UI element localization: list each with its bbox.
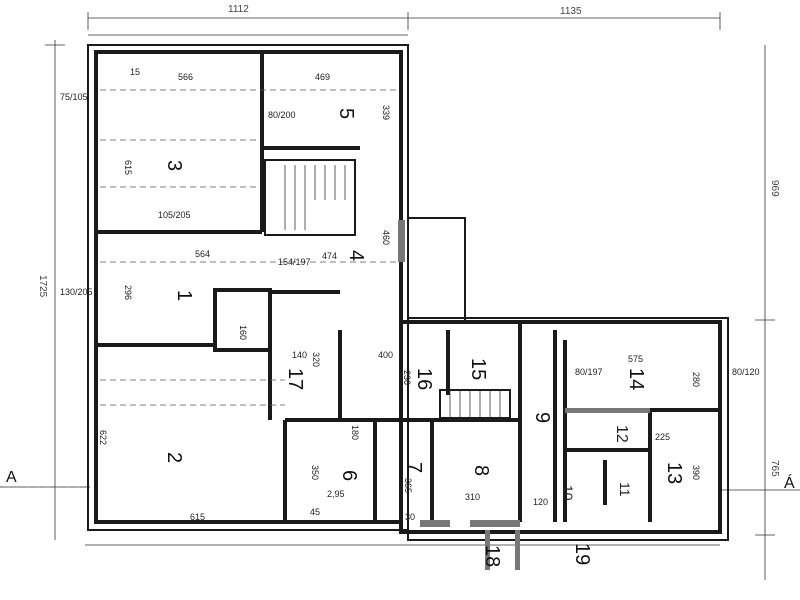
dim-label: 2,95 (327, 489, 345, 499)
dim-label: 566 (178, 72, 193, 82)
dim-label: 474 (322, 251, 337, 261)
room-9: 9 (531, 412, 553, 423)
room-18: 18 (481, 545, 503, 567)
walls (0, 44, 729, 570)
room-labels: 1 2 3 4 5 6 7 8 9 10 11 12 13 14 15 16 1… (163, 108, 685, 567)
dim-label: 15 (130, 67, 140, 77)
dim-label: 460 (381, 230, 391, 245)
room-11: 11 (617, 482, 633, 497)
dim-label: 80/197 (575, 367, 603, 377)
dim-label: 390 (691, 465, 701, 480)
section-mark-right: Á (784, 473, 795, 492)
room-3: 3 (163, 160, 185, 171)
dim-label: 154/197 (278, 257, 311, 267)
room-2: 2 (163, 452, 185, 463)
dim-label: 45 (310, 507, 320, 517)
dim-label: 615 (123, 160, 133, 175)
dim-label: 75/105 (60, 92, 88, 102)
room-14: 14 (625, 368, 647, 390)
dim-label: 365 (403, 478, 413, 493)
room-7: 7 (403, 462, 425, 473)
dim-label: 225 (655, 432, 670, 442)
dim-label: 400 (378, 350, 393, 360)
detail-dimensions: 566 469 564 474 615 622 615 575 400 310 … (60, 67, 760, 522)
dim-label: 564 (195, 249, 210, 259)
dim-label: 30 (405, 512, 415, 522)
room-17: 17 (284, 368, 306, 390)
dim-top-left: 1112 (228, 4, 249, 15)
dim-label: 469 (315, 72, 330, 82)
dim-label: 120 (533, 497, 548, 507)
dim-label: 80/120 (732, 367, 760, 377)
dim-label: 280 (691, 372, 701, 387)
dim-left: 1725 (37, 275, 48, 298)
dim-label: 180 (350, 425, 360, 440)
section-mark-left: A (6, 469, 17, 486)
room-13: 13 (663, 462, 685, 484)
dim-label: 622 (98, 430, 108, 445)
dim-label: 350 (310, 465, 320, 480)
dim-label: 615 (190, 512, 205, 522)
room-6: 6 (338, 470, 360, 481)
room-8: 8 (470, 465, 492, 476)
room-10: 10 (560, 485, 576, 501)
room-16: 16 (413, 368, 435, 390)
dim-top-right: 1135 (560, 6, 582, 17)
dim-label: 575 (628, 354, 643, 364)
dim-label: 339 (381, 105, 391, 120)
room-19: 19 (571, 543, 593, 565)
dim-label: 80/200 (268, 110, 296, 120)
dim-right-upper: 969 (769, 180, 780, 197)
room-15: 15 (467, 358, 489, 380)
dim-label: 140 (292, 350, 307, 360)
room-5: 5 (335, 108, 357, 119)
dim-label: 230 (402, 370, 412, 385)
room-4: 4 (345, 250, 367, 261)
dim-label: 105/205 (158, 210, 191, 220)
dim-label: 160 (238, 325, 248, 340)
dim-label: 296 (123, 285, 133, 300)
room-1: 1 (173, 290, 195, 301)
dim-label: 320 (311, 352, 321, 367)
dim-label: 310 (465, 492, 480, 502)
dim-right-lower: 765 (769, 460, 780, 477)
dim-label: 130/205 (60, 287, 93, 297)
room-12: 12 (613, 425, 630, 443)
